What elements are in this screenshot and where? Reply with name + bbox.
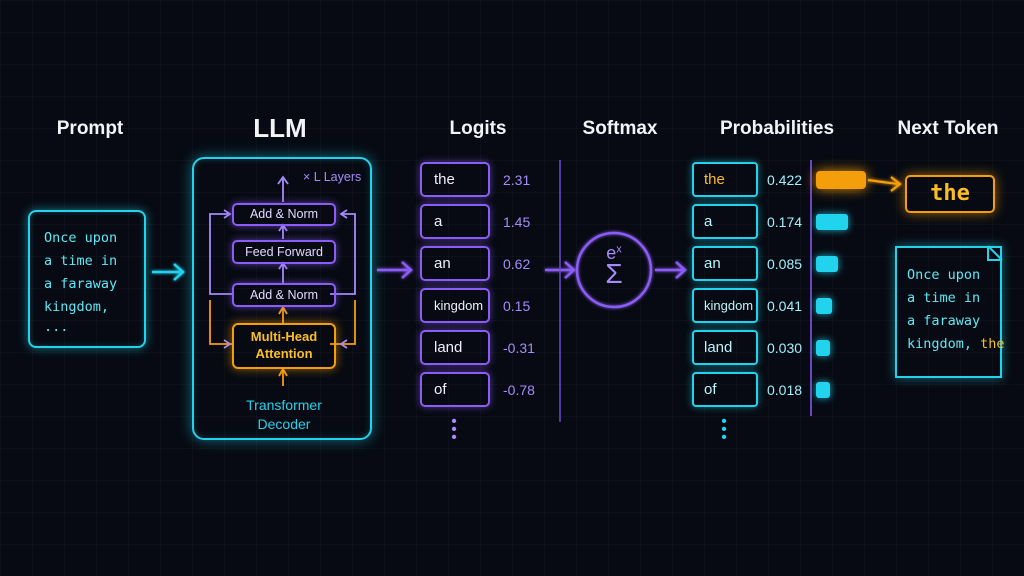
logit-value-5: -0.78 xyxy=(503,382,535,398)
feed-forward-block: Feed Forward xyxy=(232,240,336,264)
prompt-line: ... xyxy=(44,319,69,335)
prob-token-0: the xyxy=(692,162,758,197)
prob-token-5: of xyxy=(692,372,758,407)
prompt-line: Once upon xyxy=(44,230,118,246)
prob-bar-5 xyxy=(816,381,830,398)
add-norm-bottom-block: Add & Norm xyxy=(232,283,336,307)
logit-value-3: 0.15 xyxy=(503,298,531,314)
logit-value-2: 0.62 xyxy=(503,256,531,272)
prob-value-5: 0.018 xyxy=(767,382,803,398)
prompt-line: kingdom, xyxy=(44,299,110,315)
decoder-label-line1: Transformer xyxy=(246,397,322,413)
prob-value-3: 0.041 xyxy=(767,298,803,314)
result-document xyxy=(895,246,1002,378)
softmax-formula: ex Σ xyxy=(590,243,638,289)
prob-token-1: a xyxy=(692,204,758,239)
attention-label-line2: Attention xyxy=(255,346,313,361)
llm-box xyxy=(192,157,372,440)
prob-token-2: an xyxy=(692,246,758,281)
arrow-softmax-to-probabilities xyxy=(655,261,687,279)
result-line: a time in xyxy=(907,290,981,306)
decoder-label-line2: Decoder xyxy=(257,416,311,432)
transformer-decoder-label: Transformer Decoder xyxy=(222,396,346,434)
prompt-box: Once upon a time in a faraway kingdom, .… xyxy=(28,210,146,348)
prob-bar-4 xyxy=(816,339,830,356)
result-line-last: kingdom, the xyxy=(907,333,1005,356)
arrow-prompt-to-llm xyxy=(152,263,185,281)
heading-llm: LLM xyxy=(253,113,307,143)
prob-bar-0 xyxy=(816,170,866,189)
logit-value-1: 1.45 xyxy=(503,214,531,230)
appended-token: the xyxy=(980,336,1005,352)
multi-head-attention-block: Multi-Head Attention xyxy=(232,323,336,369)
prob-token-4: land xyxy=(692,330,758,365)
sigma-icon: Σ xyxy=(605,258,623,289)
logit-token-3: kingdom xyxy=(420,288,490,323)
arrow-top-bar-to-next-token xyxy=(867,176,902,192)
prob-value-4: 0.030 xyxy=(767,340,803,356)
heading-logits: Logits xyxy=(449,118,507,139)
result-line: Once upon xyxy=(907,267,981,283)
logit-token-5: of xyxy=(420,372,490,407)
prob-bar-1 xyxy=(816,213,848,230)
heading-prompt: Prompt xyxy=(56,118,124,139)
softmax-exponent: x xyxy=(616,243,622,256)
result-line: kingdom, xyxy=(907,336,981,352)
prob-bar-3 xyxy=(816,297,832,314)
document-fold xyxy=(987,245,1003,261)
add-norm-top-block: Add & Norm xyxy=(232,203,336,226)
logit-token-0: the xyxy=(420,162,490,197)
arrow-logits-to-softmax xyxy=(545,261,576,279)
result-line: a faraway xyxy=(907,313,981,329)
softmax-base: e xyxy=(606,243,617,263)
probabilities-more-dots: ••• xyxy=(721,413,727,446)
attention-label-line1: Multi-Head xyxy=(250,329,318,344)
prob-value-2: 0.085 xyxy=(767,256,803,272)
prob-bar-2 xyxy=(816,255,838,272)
prob-value-0: 0.422 xyxy=(767,172,803,188)
prob-value-1: 0.174 xyxy=(767,214,803,230)
prompt-line: a time in xyxy=(44,253,118,269)
logit-value-4: -0.31 xyxy=(503,340,535,356)
heading-softmax: Softmax xyxy=(582,118,658,139)
layers-label: × L Layers xyxy=(303,170,362,184)
logit-value-0: 2.31 xyxy=(503,172,531,188)
prompt-line: a faraway xyxy=(44,276,118,292)
logit-token-1: a xyxy=(420,204,490,239)
heading-probabilities: Probabilities xyxy=(719,118,835,139)
arrow-llm-to-logits xyxy=(377,261,413,279)
next-token-box: the xyxy=(905,175,995,213)
softmax-circle xyxy=(575,231,653,309)
logit-token-4: land xyxy=(420,330,490,365)
heading-next-token: Next Token xyxy=(897,118,999,139)
prob-token-3: kingdom xyxy=(692,288,758,323)
result-text: Once upon a time in a faraway kingdom, t… xyxy=(907,264,1005,356)
logit-token-2: an xyxy=(420,246,490,281)
logits-more-dots: ••• xyxy=(451,413,457,446)
